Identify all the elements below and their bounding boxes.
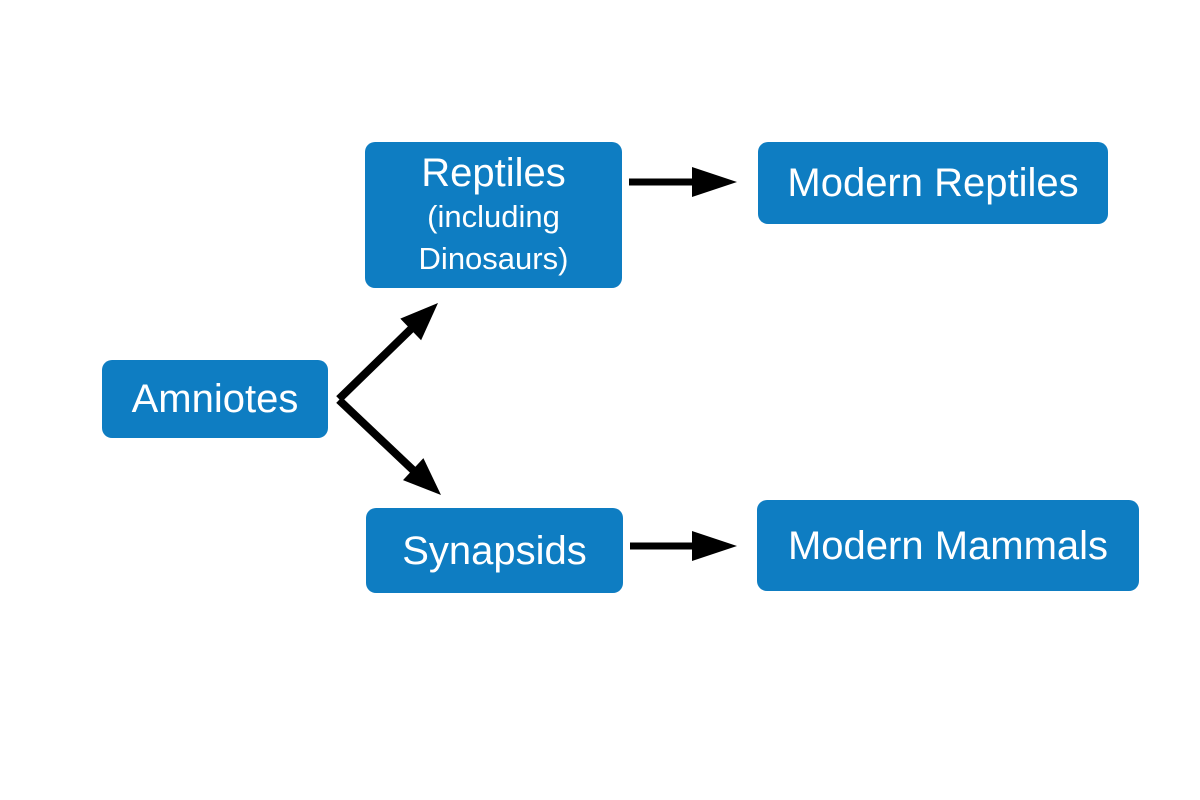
- node-reptiles: Reptiles (including Dinosaurs): [365, 142, 622, 288]
- node-amniotes: Amniotes: [102, 360, 328, 438]
- node-label: Synapsids: [402, 528, 587, 573]
- node-label: Reptiles: [421, 151, 566, 196]
- arrow-head-icon: [400, 303, 438, 341]
- arrow-head-icon: [692, 531, 737, 561]
- node-sublabel: (including Dinosaurs): [418, 199, 569, 276]
- arrow-amniotes-to-synapsids: [336, 397, 441, 495]
- arrow-head-icon: [692, 167, 737, 197]
- arrow-head-icon: [403, 458, 441, 495]
- node-modern-mammals: Modern Mammals: [757, 500, 1139, 591]
- arrow-shaft: [336, 397, 417, 474]
- arrow-shaft: [336, 325, 415, 402]
- arrow-synapsids-to-modern-mammals: [630, 531, 737, 561]
- node-modern-reptiles: Modern Reptiles: [758, 142, 1108, 224]
- arrow-reptiles-to-modern-reptiles: [629, 167, 737, 197]
- arrow-amniotes-to-reptiles: [336, 303, 438, 402]
- node-label: Modern Reptiles: [787, 161, 1079, 205]
- node-label: Amniotes: [131, 377, 299, 421]
- node-synapsids: Synapsids: [366, 508, 623, 593]
- node-label: Modern Mammals: [787, 523, 1109, 568]
